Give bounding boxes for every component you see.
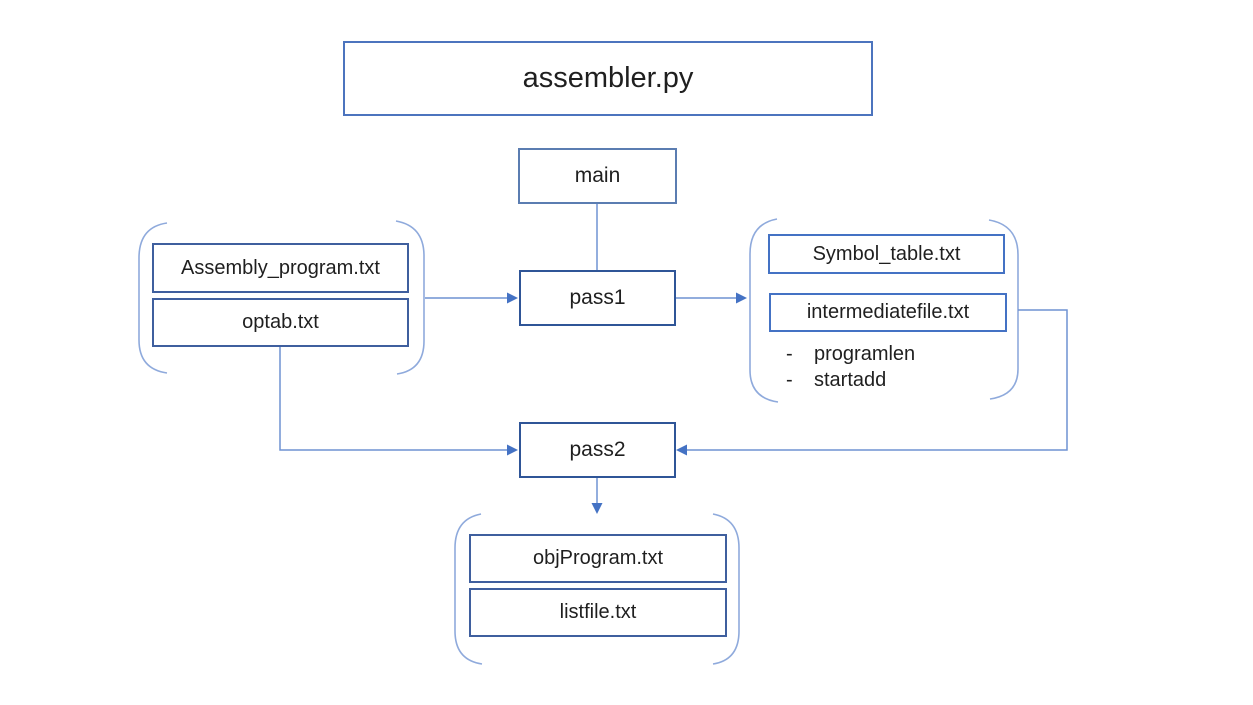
bracket-right-pass2-output-group bbox=[712, 513, 740, 665]
bullet-label-programlen: programlen bbox=[814, 343, 916, 365]
file-assembly-program-label: Assembly_program.txt bbox=[181, 256, 380, 279]
bullet-item-startadd: - startadd bbox=[786, 367, 915, 393]
file-listfile: listfile.txt bbox=[469, 588, 727, 637]
node-main-label: main bbox=[574, 164, 621, 187]
bullet-label-startadd: startadd bbox=[814, 369, 887, 391]
bullet-marker: - bbox=[786, 369, 793, 391]
bracket-right-pass1-output-group bbox=[988, 219, 1019, 400]
node-pass2: pass2 bbox=[519, 422, 676, 478]
node-pass1: pass1 bbox=[519, 270, 676, 326]
node-assembler-py-label: assembler.py bbox=[522, 62, 694, 94]
arrowhead-into-pass1-outputs bbox=[736, 292, 747, 304]
bracket-left-pass1-output-group bbox=[749, 218, 779, 403]
node-assembler-py: assembler.py bbox=[343, 41, 873, 116]
node-main: main bbox=[518, 148, 677, 204]
file-optab: optab.txt bbox=[152, 298, 409, 347]
file-objprogram: objProgram.txt bbox=[469, 534, 727, 583]
file-assembly-program: Assembly_program.txt bbox=[152, 243, 409, 293]
file-objprogram-label: objProgram.txt bbox=[532, 547, 664, 569]
file-intermediatefile-label: intermediatefile.txt bbox=[806, 301, 970, 323]
file-symbol-table-label: Symbol_table.txt bbox=[812, 242, 961, 265]
node-pass2-label: pass2 bbox=[569, 438, 626, 461]
arrowhead-into-pass1-left bbox=[507, 292, 518, 304]
bracket-right-input-group bbox=[395, 220, 425, 375]
bullet-item-programlen: - programlen bbox=[786, 341, 915, 367]
file-symbol-table: Symbol_table.txt bbox=[768, 234, 1005, 274]
arrowhead-into-pass2-left bbox=[507, 444, 518, 456]
pass1-output-bullet-list: - programlen - startadd bbox=[786, 341, 915, 393]
node-pass1-label: pass1 bbox=[569, 286, 626, 309]
arrowhead-into-pass2-right bbox=[676, 444, 687, 456]
connector-intermediate-to-pass2 bbox=[687, 309, 1068, 451]
bracket-left-input-group bbox=[138, 222, 168, 374]
file-listfile-label: listfile.txt bbox=[559, 601, 637, 623]
arrowhead-into-pass2-outputs bbox=[591, 503, 603, 514]
file-intermediatefile: intermediatefile.txt bbox=[769, 293, 1007, 332]
bracket-left-pass2-output-group bbox=[454, 513, 483, 665]
connector-optab-to-pass2 bbox=[279, 347, 508, 451]
bullet-marker: - bbox=[786, 343, 793, 365]
file-optab-label: optab.txt bbox=[242, 311, 319, 333]
